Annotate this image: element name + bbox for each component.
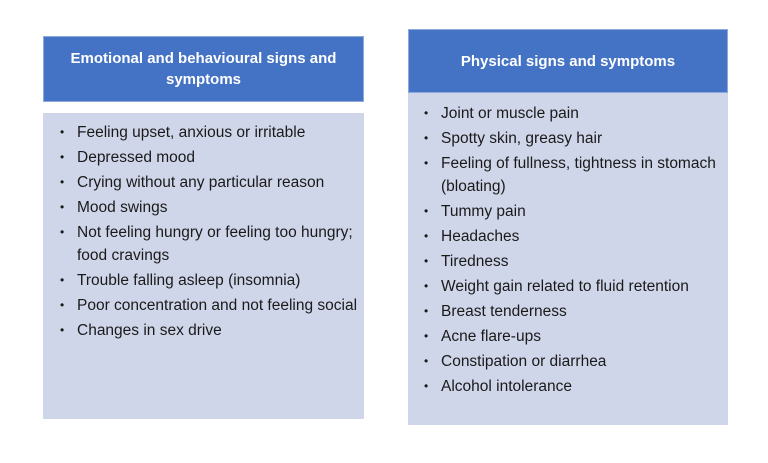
physical-panel-title: Physical signs and symptoms — [460, 52, 676, 70]
symptom-list-item: • Trouble falling asleep (insomnia) — [56, 269, 358, 292]
bullet-dot-icon: • — [424, 131, 429, 145]
symptom-text: Crying without any particular reason — [77, 174, 325, 191]
emotional-panel-header: Emotional and behavioural signs and symp… — [43, 36, 364, 102]
emotional-panel-title: Emotional and behavioural signs and symp… — [70, 50, 337, 88]
symptom-text: Poor concentration and not feeling socia… — [77, 297, 358, 314]
symptom-list-item: • Tummy pain — [420, 200, 722, 223]
symptom-text: Tummy pain — [441, 203, 526, 220]
bullet-dot-icon: • — [424, 379, 429, 393]
symptom-list-item: • Constipation or diarrhea — [420, 350, 722, 373]
bullet-dot-icon: • — [60, 225, 65, 239]
symptom-list-item: • Alcohol intolerance — [420, 375, 722, 398]
bullet-dot-icon: • — [60, 273, 65, 287]
symptom-list-item: • Depressed mood — [56, 146, 358, 169]
symptom-list-item: • Feeling of fullness, tightness in stoma… — [420, 152, 722, 198]
symptom-list-item: • Not feeling hungry or feeling too hungr… — [56, 221, 358, 267]
symptom-list-item: • Breast tenderness — [420, 300, 722, 323]
symptom-list-item: • Headaches — [420, 225, 722, 248]
symptom-list-item: • Poor concentration and not feeling soci… — [56, 294, 358, 317]
symptom-text: Trouble falling asleep (insomnia) — [77, 272, 301, 289]
emotional-panel-body: • Feeling upset, anxious or irritable • Dep… — [43, 113, 364, 419]
symptom-list-item: • Feeling upset, anxious or irritable — [56, 121, 358, 144]
physical-panel-header: Physical signs and symptoms — [408, 29, 728, 93]
bullet-dot-icon: • — [424, 156, 429, 170]
symptom-list-item: • Changes in sex drive — [56, 319, 358, 342]
symptom-text: Spotty skin, greasy hair — [441, 130, 603, 147]
bullet-dot-icon: • — [424, 354, 429, 368]
physical-symptom-list: • Joint or muscle pain • Spotty skin, greas… — [420, 102, 722, 398]
symptom-list-item: • Crying without any particular reason — [56, 171, 358, 194]
symptom-text: Not feeling hungry or feeling too hungry… — [77, 224, 353, 264]
symptom-text: Tiredness — [441, 253, 509, 270]
bullet-dot-icon: • — [424, 229, 429, 243]
symptom-text: Alcohol intolerance — [441, 378, 572, 395]
bullet-dot-icon: • — [60, 125, 65, 139]
bullet-dot-icon: • — [60, 150, 65, 164]
symptom-text: Mood swings — [77, 199, 168, 216]
symptom-text: Headaches — [441, 228, 520, 245]
physical-panel-body: • Joint or muscle pain • Spotty skin, greas… — [408, 93, 728, 425]
symptom-text: Joint or muscle pain — [441, 105, 579, 122]
symptom-text: Weight gain related to fluid retention — [441, 278, 689, 295]
symptom-list-item: • Joint or muscle pain — [420, 102, 722, 125]
bullet-dot-icon: • — [424, 106, 429, 120]
symptom-text: Depressed mood — [77, 149, 196, 166]
symptom-text: Changes in sex drive — [77, 322, 222, 339]
bullet-dot-icon: • — [60, 323, 65, 337]
symptom-text: Constipation or diarrhea — [441, 353, 607, 370]
symptom-list-item: • Weight gain related to fluid retention — [420, 275, 722, 298]
symptom-list-item: • Acne flare-ups — [420, 325, 722, 348]
bullet-dot-icon: • — [424, 304, 429, 318]
bullet-dot-icon: • — [424, 329, 429, 343]
symptom-list-item: • Tiredness — [420, 250, 722, 273]
bullet-dot-icon: • — [60, 298, 65, 312]
emotional-symptom-list: • Feeling upset, anxious or irritable • Dep… — [56, 121, 358, 342]
bullet-dot-icon: • — [424, 254, 429, 268]
bullet-dot-icon: • — [60, 200, 65, 214]
bullet-dot-icon: • — [424, 279, 429, 293]
symptom-text: Acne flare-ups — [441, 328, 541, 345]
symptom-list-item: • Spotty skin, greasy hair — [420, 127, 722, 150]
symptom-text: Feeling of fullness, tightness in stomac… — [441, 155, 716, 195]
symptom-list-item: • Mood swings — [56, 196, 358, 219]
bullet-dot-icon: • — [424, 204, 429, 218]
symptom-text: Feeling upset, anxious or irritable — [77, 124, 306, 141]
symptom-text: Breast tenderness — [441, 303, 567, 320]
bullet-dot-icon: • — [60, 175, 65, 189]
